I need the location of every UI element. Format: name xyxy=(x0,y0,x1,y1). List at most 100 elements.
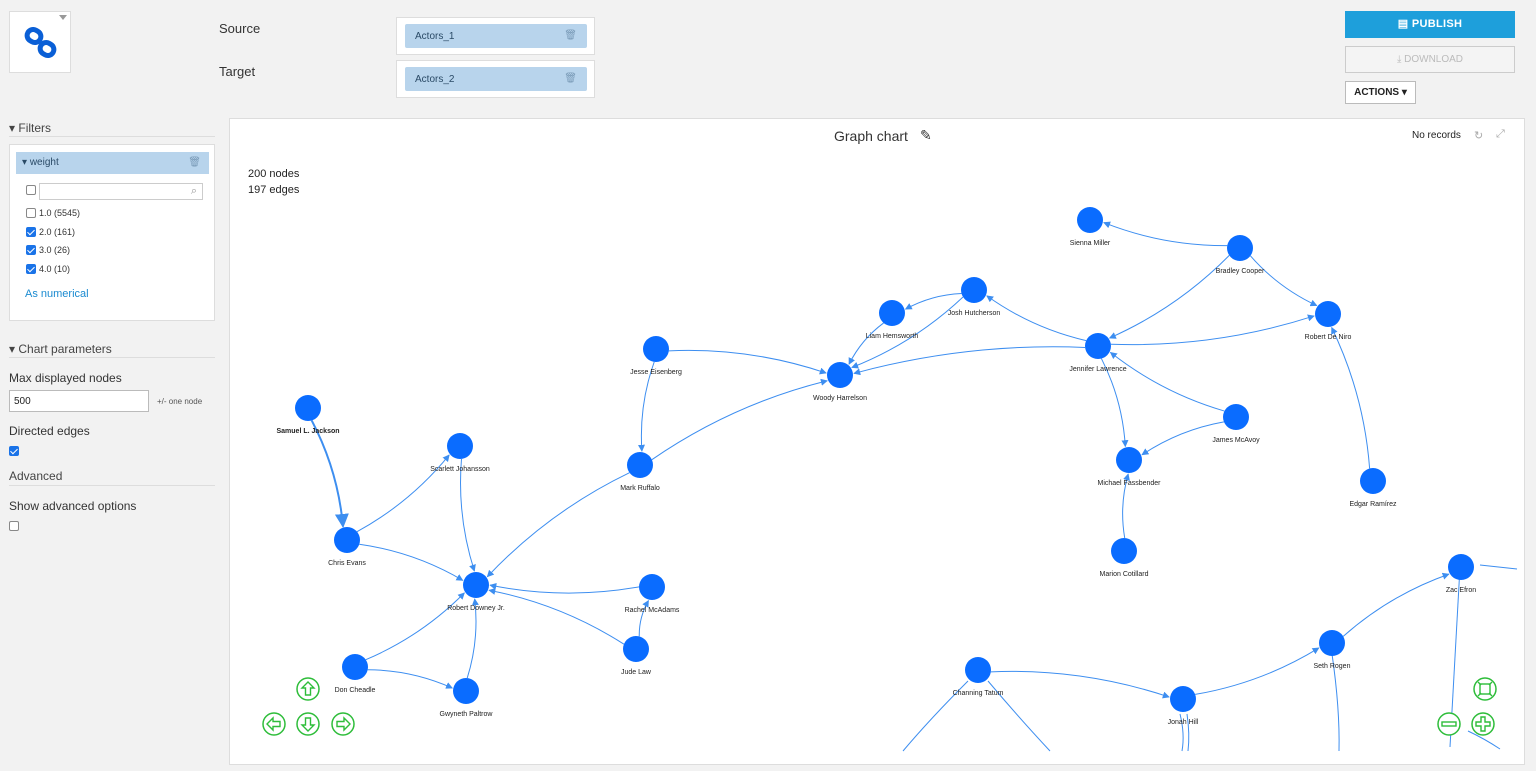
graph-node-edgar[interactable] xyxy=(1360,468,1386,494)
graph-node-label: James McAvoy xyxy=(1212,437,1260,444)
graph-node-sienna[interactable] xyxy=(1077,207,1103,233)
filters-heading[interactable]: ▾ Filters xyxy=(9,121,51,135)
graph-node-label: Woody Harrelson xyxy=(813,395,867,402)
weight-filter-header[interactable]: ▾ weight 🗑 xyxy=(16,152,209,174)
target-label: Target xyxy=(219,64,256,79)
graph-node-mcavoy[interactable] xyxy=(1223,404,1249,430)
graph-node-josh[interactable] xyxy=(961,277,987,303)
graph-node-label: Robert De Niro xyxy=(1305,334,1352,341)
target-trash-icon[interactable]: 🗑 xyxy=(564,73,577,84)
as-numerical-link[interactable]: As numerical xyxy=(25,288,89,300)
pan-down-icon[interactable] xyxy=(296,712,320,736)
graph-edge xyxy=(1122,473,1130,539)
graph-edge xyxy=(651,378,828,461)
graph-node-jonah[interactable] xyxy=(1170,686,1196,712)
offscreen-edges xyxy=(902,564,1518,752)
graph-edge xyxy=(486,472,630,578)
filter-option-checkbox[interactable] xyxy=(26,227,36,237)
graph-node-jennifer[interactable] xyxy=(1085,333,1111,359)
filter-option-label: 4.0 (10) xyxy=(39,264,71,274)
chart-params-heading[interactable]: ▾ Chart parameters xyxy=(9,342,112,356)
pan-right-icon[interactable] xyxy=(331,712,355,736)
graph-node-label: Scarlett Johansson xyxy=(430,466,490,473)
pan-left-icon[interactable] xyxy=(262,712,286,736)
select-all-checkbox[interactable] xyxy=(26,185,36,195)
download-button[interactable]: ⤓ DOWNLOAD xyxy=(1345,46,1515,73)
graph-node-ruffalo[interactable] xyxy=(627,452,653,478)
graph-node-label: Chris Evans xyxy=(328,560,366,567)
graph-node-fassbender[interactable] xyxy=(1116,447,1142,473)
graph-node-channing[interactable] xyxy=(965,657,991,683)
graph-node-label: Sienna Miller xyxy=(1070,240,1111,247)
chart-title: Graph chart xyxy=(834,128,908,144)
edges-count: 197 edges xyxy=(248,184,300,196)
graph-node-evans[interactable] xyxy=(334,527,360,553)
edit-pencil-icon[interactable]: ✎ xyxy=(920,127,932,143)
graph-node-jude[interactable] xyxy=(623,636,649,662)
graph-edge xyxy=(1108,255,1230,339)
graph-edge xyxy=(466,598,479,679)
filter-trash-icon[interactable]: 🗑 xyxy=(188,157,201,168)
graph-edge xyxy=(488,587,625,645)
graph-node-cheadle[interactable] xyxy=(342,654,368,680)
graph-edge xyxy=(904,293,962,310)
graph-node-scarlett[interactable] xyxy=(447,433,473,459)
graph-edge xyxy=(990,670,1170,699)
graph-node-jesse[interactable] xyxy=(643,336,669,362)
filter-option-checkbox[interactable] xyxy=(26,208,36,218)
source-dropzone[interactable]: Actors_1 🗑 xyxy=(396,17,595,55)
graph-node-label: Josh Hutcherson xyxy=(948,310,1001,317)
graph-edge xyxy=(356,454,450,533)
filter-option-checkbox[interactable] xyxy=(26,264,36,274)
target-dropzone[interactable]: Actors_2 🗑 xyxy=(396,60,595,98)
search-icon: ⌕ xyxy=(190,185,197,197)
graph-edge xyxy=(460,458,476,572)
graph-edge xyxy=(1342,572,1450,637)
refresh-icon[interactable]: ↻ xyxy=(1474,130,1484,142)
expand-icon[interactable]: ⤢ xyxy=(1496,128,1505,140)
max-nodes-input[interactable]: 500 xyxy=(9,390,149,412)
filter-option-label: 3.0 (26) xyxy=(39,245,71,255)
graph-node-rachel[interactable] xyxy=(639,574,665,600)
graph-node-gwyneth[interactable] xyxy=(453,678,479,704)
actions-dropdown-button[interactable]: ACTIONS ▾ xyxy=(1345,81,1416,104)
pan-up-icon[interactable] xyxy=(296,677,320,701)
collapse-caret-icon: ▾ xyxy=(9,121,16,135)
zoom-out-icon[interactable] xyxy=(1437,712,1461,736)
graph-node-rdj[interactable] xyxy=(463,572,489,598)
filter-search-input[interactable]: ⌕ xyxy=(39,183,203,200)
graph-node-samuel[interactable] xyxy=(295,395,321,421)
advanced-heading: Advanced xyxy=(9,469,63,483)
target-column-pill[interactable]: Actors_2 🗑 xyxy=(405,67,587,91)
zoom-in-icon[interactable] xyxy=(1471,712,1495,736)
graph-node-bradley[interactable] xyxy=(1227,235,1253,261)
graph-edge xyxy=(1109,351,1225,412)
graph-node-woody[interactable] xyxy=(827,362,853,388)
filter-panel: ▾ weight 🗑 ⌕ 1.0 (5545) 2.0 (161) 3.0 (2… xyxy=(9,144,215,321)
graph-node-seth[interactable] xyxy=(1319,630,1345,656)
graph-node-label: Seth Rogen xyxy=(1314,663,1351,670)
directed-edges-checkbox[interactable] xyxy=(9,446,19,456)
app-logo-button[interactable] xyxy=(9,11,71,73)
filter-option-checkbox[interactable] xyxy=(26,245,36,255)
graph-edge xyxy=(1103,221,1228,247)
source-trash-icon[interactable]: 🗑 xyxy=(564,30,577,41)
weight-filter-name: weight xyxy=(29,157,59,168)
chart-params-heading-text: Chart parameters xyxy=(18,342,112,356)
show-advanced-checkbox[interactable] xyxy=(9,521,19,531)
graph-node-label: Edgar Ramírez xyxy=(1349,501,1397,508)
graph-node-label: Jonah Hill xyxy=(1168,719,1199,726)
graph-node-marion[interactable] xyxy=(1111,538,1137,564)
graph-node-label: Jennifer Lawrence xyxy=(1069,366,1126,373)
filters-heading-text: Filters xyxy=(18,121,52,135)
graph-node-label: Bradley Cooper xyxy=(1216,268,1265,275)
graph-node-liam[interactable] xyxy=(879,300,905,326)
graph-node-zac[interactable] xyxy=(1448,554,1474,580)
fit-to-screen-icon[interactable] xyxy=(1473,677,1497,701)
graph-node-denir[interactable] xyxy=(1315,301,1341,327)
source-column-pill[interactable]: Actors_1 🗑 xyxy=(405,24,587,48)
chevron-down-icon: ▾ xyxy=(1401,87,1407,98)
publish-button[interactable]: ▤ PUBLISH xyxy=(1345,11,1515,38)
